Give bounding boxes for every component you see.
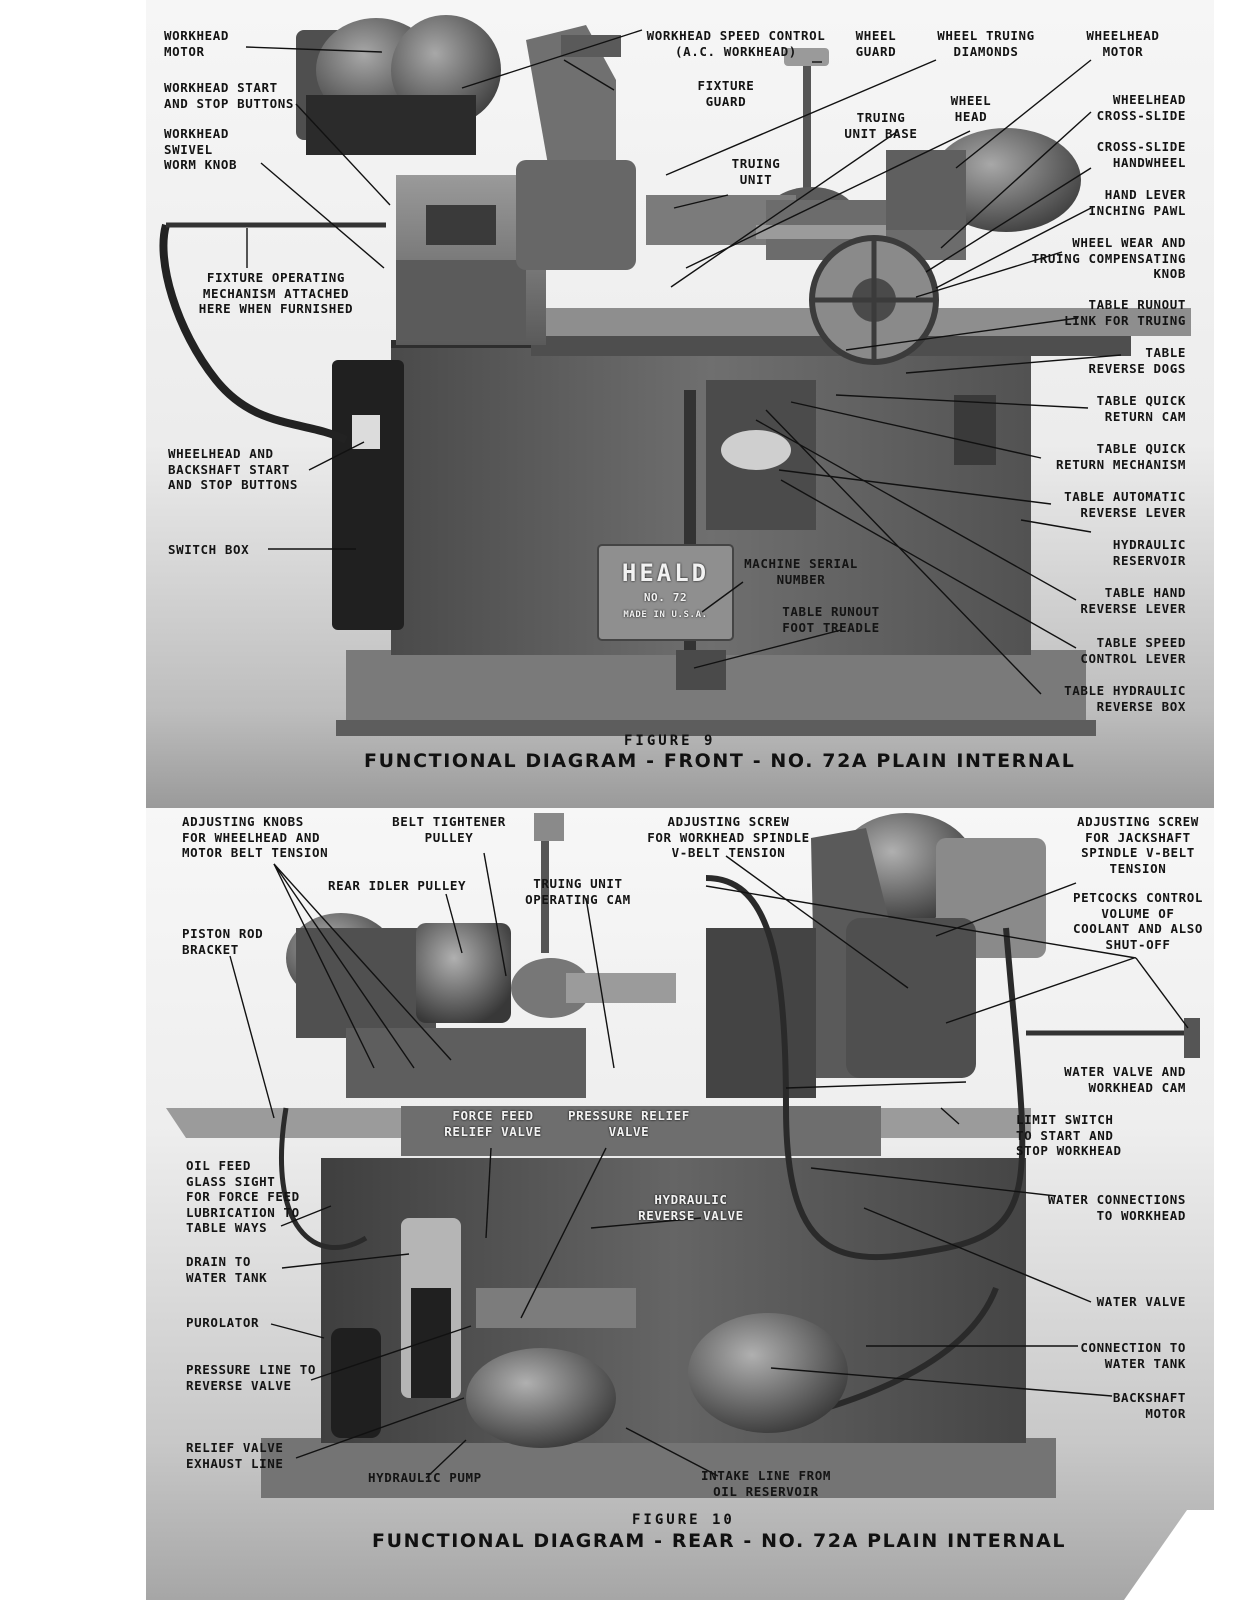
- label-relief-valve-exhaust: RELIEF VALVE EXHAUST LINE: [186, 1440, 284, 1471]
- label-truing-unit-base: TRUING UNIT BASE: [844, 110, 918, 141]
- label-water-valve: WATER VALVE: [1096, 1294, 1186, 1309]
- label-adjusting-screw-jackshaft: ADJUSTING SCREW FOR JACKSHAFT SPINDLE V-…: [1077, 814, 1199, 876]
- label-fixture-operating-mechanism: FIXTURE OPERATING MECHANISM ATTACHED HER…: [198, 270, 354, 316]
- rear-machine-illustration: [166, 813, 1200, 1498]
- label-machine-serial-number: MACHINE SERIAL NUMBER: [744, 556, 858, 587]
- purolator-shape: [331, 1328, 381, 1438]
- rear-workhead-body: [846, 918, 976, 1078]
- label-wheel-guard: WHEEL GUARD: [855, 28, 897, 59]
- figure-9-title: FUNCTIONAL DIAGRAM - FRONT - NO. 72A PLA…: [364, 750, 1076, 772]
- label-workhead-motor: WORKHEAD MOTOR: [164, 28, 230, 59]
- coolant-hose: [705, 875, 1026, 1261]
- label-table-hydraulic-reverse-box: TABLE HYDRAULIC REVERSE BOX: [1064, 683, 1186, 714]
- label-cross-slide-handwheel: CROSS-SLIDE HANDWHEEL: [1096, 139, 1186, 170]
- label-purolator: PUROLATOR: [186, 1315, 260, 1330]
- label-table-hand-reverse-lever: TABLE HAND REVERSE LEVER: [1080, 585, 1186, 616]
- label-pressure-line: PRESSURE LINE TO REVERSE VALVE: [186, 1362, 317, 1393]
- label-workhead-start-stop: WORKHEAD START AND STOP BUTTONS: [164, 80, 295, 111]
- figure-9-front-diagram: HEALD NO. 72 MADE IN U.S.A. WORKHEAD MOT…: [146, 0, 1214, 808]
- hydraulic-pump-shape: [466, 1348, 616, 1448]
- label-wheel-wear-knob: WHEEL WEAR AND TRUING COMPENSATING KNOB: [1031, 235, 1186, 281]
- label-table-runout-link: TABLE RUNOUT LINK FOR TRUING: [1064, 297, 1186, 328]
- label-table-runout-foot-treadle: TABLE RUNOUT FOOT TREADLE: [782, 604, 880, 635]
- front-machine-illustration: [159, 15, 1191, 736]
- label-table-quick-return-mechanism: TABLE QUICK RETURN MECHANISM: [1055, 441, 1186, 472]
- label-switch-box: SWITCH BOX: [168, 542, 250, 557]
- label-water-connections: WATER CONNECTIONS TO WORKHEAD: [1047, 1192, 1186, 1223]
- nameplate-brand: HEALD: [621, 559, 710, 587]
- label-wheelhead-motor: WHEELHEAD MOTOR: [1086, 28, 1160, 59]
- label-limit-switch: LIMIT SWITCH TO START AND STOP WORKHEAD: [1016, 1112, 1122, 1158]
- label-backshaft-motor: BACKSHAFT MOTOR: [1112, 1390, 1186, 1421]
- label-intake-line: INTAKE LINE FROM OIL RESERVOIR: [700, 1468, 831, 1499]
- label-belt-tightener-pulley: BELT TIGHTENER PULLEY: [392, 814, 506, 845]
- label-table-automatic-reverse-lever: TABLE AUTOMATIC REVERSE LEVER: [1064, 489, 1186, 520]
- label-drain-to-water-tank: DRAIN TO WATER TANK: [186, 1254, 268, 1285]
- wheelhead-motor-shape: [931, 128, 1081, 232]
- label-rear-idler-pulley: REAR IDLER PULLEY: [328, 878, 467, 893]
- label-hydraulic-reservoir: HYDRAULIC RESERVOIR: [1112, 537, 1186, 568]
- label-water-valve-workhead-cam: WATER VALVE AND WORKHEAD CAM: [1064, 1064, 1186, 1095]
- label-table-reverse-dogs: TABLE REVERSE DOGS: [1088, 345, 1186, 376]
- manual-page: HEALD NO. 72 MADE IN U.S.A. WORKHEAD MOT…: [146, 0, 1214, 1600]
- figure-9-leader-lines: [245, 29, 1122, 695]
- label-hydraulic-reverse-valve: HYDRAULIC REVERSE VALVE: [638, 1192, 744, 1223]
- label-wheelhead-cross-slide: WHEELHEAD CROSS-SLIDE: [1096, 92, 1186, 123]
- label-fixture-guard: FIXTURE GUARD: [697, 78, 755, 109]
- workhead-body: [516, 160, 636, 270]
- figure-9-number: FIGURE 9: [624, 733, 716, 749]
- label-truing-unit: TRUING UNIT: [731, 156, 781, 187]
- label-oil-feed-glass-sight: OIL FEED GLASS SIGHT FOR FORCE FEED LUBR…: [186, 1158, 300, 1235]
- label-petcocks: PETCOCKS CONTROL VOLUME OF COOLANT AND A…: [1072, 890, 1203, 952]
- nameplate-model: NO. 72: [643, 591, 688, 604]
- label-adjusting-screw-workhead: ADJUSTING SCREW FOR WORKHEAD SPINDLE V-B…: [647, 814, 810, 860]
- rear-idler-pulley-shape: [416, 923, 511, 1023]
- label-wheelhead-backshaft-buttons: WHEELHEAD AND BACKSHAFT START AND STOP B…: [168, 446, 299, 492]
- label-table-quick-return-cam: TABLE QUICK RETURN CAM: [1096, 393, 1186, 424]
- backshaft-motor-shape: [688, 1313, 848, 1433]
- switch-box-shape: [332, 360, 404, 630]
- nameplate-origin: MADE IN U.S.A.: [623, 610, 708, 620]
- label-hydraulic-pump: HYDRAULIC PUMP: [368, 1470, 482, 1485]
- figure-10-rear-diagram: ADJUSTING KNOBS FOR WHEELHEAD AND MOTOR …: [146, 808, 1214, 1600]
- label-wheel-truing-diamonds: WHEEL TRUING DIAMONDS: [937, 28, 1035, 59]
- figure-10-leader-lines: [229, 852, 1189, 1479]
- label-pressure-relief-valve: PRESSURE RELIEF VALVE: [568, 1108, 690, 1139]
- rear-machine-base: [261, 1438, 1056, 1498]
- label-truing-unit-operating-cam: TRUING UNIT OPERATING CAM: [525, 876, 631, 907]
- label-force-feed-relief-valve: FORCE FEED RELIEF VALVE: [444, 1108, 542, 1139]
- figure-10-number: FIGURE 10: [632, 1512, 735, 1528]
- foot-treadle-shape: [676, 650, 726, 690]
- label-table-speed-control-lever: TABLE SPEED CONTROL LEVER: [1080, 635, 1186, 666]
- figure-10-title: FUNCTIONAL DIAGRAM - REAR - NO. 72A PLAI…: [372, 1530, 1067, 1552]
- label-connection-to-water-tank: CONNECTION TO WATER TANK: [1080, 1340, 1186, 1371]
- label-wheel-head: WHEEL HEAD: [950, 93, 992, 124]
- label-piston-rod-bracket: PISTON ROD BRACKET: [182, 926, 264, 957]
- label-workhead-speed-control: WORKHEAD SPEED CONTROL (A.C. WORKHEAD): [646, 28, 826, 59]
- label-workhead-swivel-knob: WORKHEAD SWIVEL WORM KNOB: [164, 126, 238, 172]
- label-adjusting-knobs: ADJUSTING KNOBS FOR WHEELHEAD AND MOTOR …: [182, 814, 329, 860]
- heald-nameplate: [597, 544, 734, 641]
- label-hand-lever-inching-pawl: HAND LEVER INCHING PAWL: [1088, 187, 1186, 218]
